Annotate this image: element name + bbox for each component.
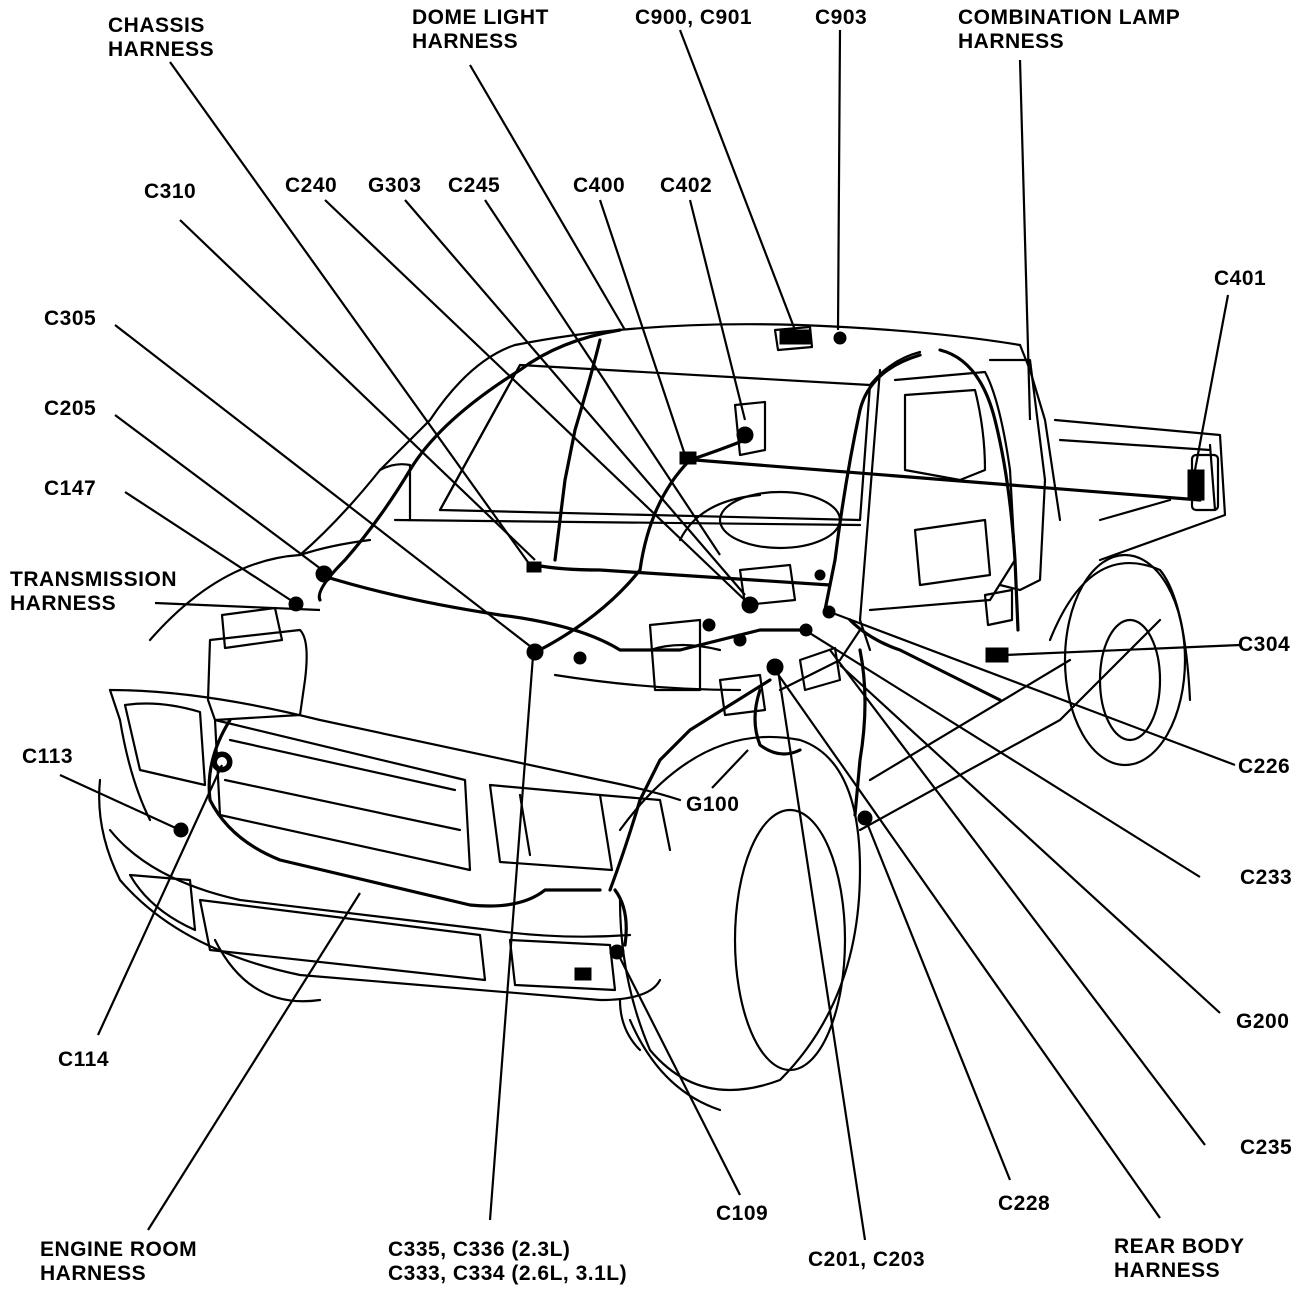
label-g100: G100 <box>686 793 740 816</box>
label-c147: C147 <box>44 477 97 500</box>
label-c235: C235 <box>1240 1136 1293 1159</box>
label-c113: C113 <box>22 745 74 768</box>
label-c335-group: C335, C336 (2.3L)C333, C334 (2.6L, 3.1L) <box>388 1238 628 1285</box>
label-c226: C226 <box>1238 755 1291 778</box>
label-c233: C233 <box>1240 866 1293 889</box>
label-c402: C402 <box>660 174 713 197</box>
label-c310: C310 <box>144 180 197 203</box>
label-c304: C304 <box>1238 633 1291 656</box>
label-c228: C228 <box>998 1192 1051 1215</box>
label-c903: C903 <box>815 6 868 29</box>
label-c201-c203: C201, C203 <box>808 1248 926 1271</box>
label-c305: C305 <box>44 307 97 330</box>
connectors <box>173 329 1205 981</box>
label-g303: G303 <box>368 174 422 197</box>
truck-outline <box>98 323 1227 1112</box>
label-c400: C400 <box>573 174 626 197</box>
label-c114: C114 <box>58 1048 110 1071</box>
label-g200: G200 <box>1236 1010 1290 1033</box>
leader-lines <box>59 29 1241 1241</box>
label-c205: C205 <box>44 397 97 420</box>
label-c900-c901: C900, C901 <box>635 6 753 29</box>
label-c240: C240 <box>285 174 338 197</box>
label-c109: C109 <box>716 1202 769 1225</box>
label-c401: C401 <box>1214 267 1267 290</box>
label-c245: C245 <box>448 174 501 197</box>
harness-wires <box>207 328 1202 947</box>
